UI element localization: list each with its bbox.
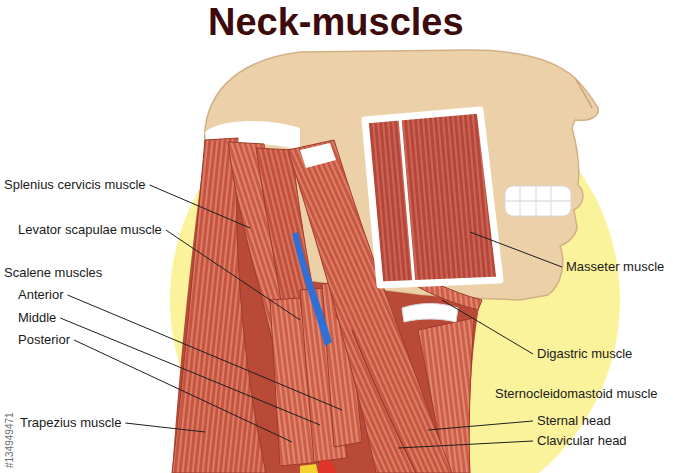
leader-line xyxy=(125,423,205,432)
part-label: Splenius cervicis muscle xyxy=(4,177,146,193)
part-label: Scalene muscles xyxy=(4,265,102,281)
leader-line xyxy=(68,295,342,410)
nerve-bottom xyxy=(300,464,318,473)
part-label: Anterior xyxy=(18,287,64,303)
part-label: Sternocleidomastoid muscle xyxy=(495,386,658,402)
tendon xyxy=(300,143,336,168)
part-label: Digastric muscle xyxy=(537,346,632,362)
leader-line xyxy=(60,318,320,425)
leader-line xyxy=(166,230,300,320)
nose-line xyxy=(575,78,592,108)
leader-line xyxy=(398,441,533,448)
part-label: Middle xyxy=(18,310,56,326)
artery-bottom xyxy=(318,460,336,473)
part-label: Masseter muscle xyxy=(566,259,664,275)
masseter-edge xyxy=(400,118,414,283)
head-split xyxy=(352,330,416,473)
part-label: Sternal head xyxy=(537,413,611,429)
diagram-title: Neck-muscles xyxy=(208,0,464,44)
part-label: Clavicular head xyxy=(537,433,627,449)
part-label: Trapezius muscle xyxy=(20,415,121,431)
watermark: #134949471 xyxy=(4,412,16,468)
leader-line xyxy=(150,185,250,228)
leader-line xyxy=(470,232,562,267)
teeth xyxy=(505,186,571,216)
leader-line xyxy=(442,300,533,354)
hyoid-bone xyxy=(402,304,458,323)
masseter-muscle xyxy=(365,110,500,285)
leader-line xyxy=(428,421,533,430)
part-label: Posterior xyxy=(18,332,70,348)
part-label: Levator scapulae muscle xyxy=(18,222,162,238)
